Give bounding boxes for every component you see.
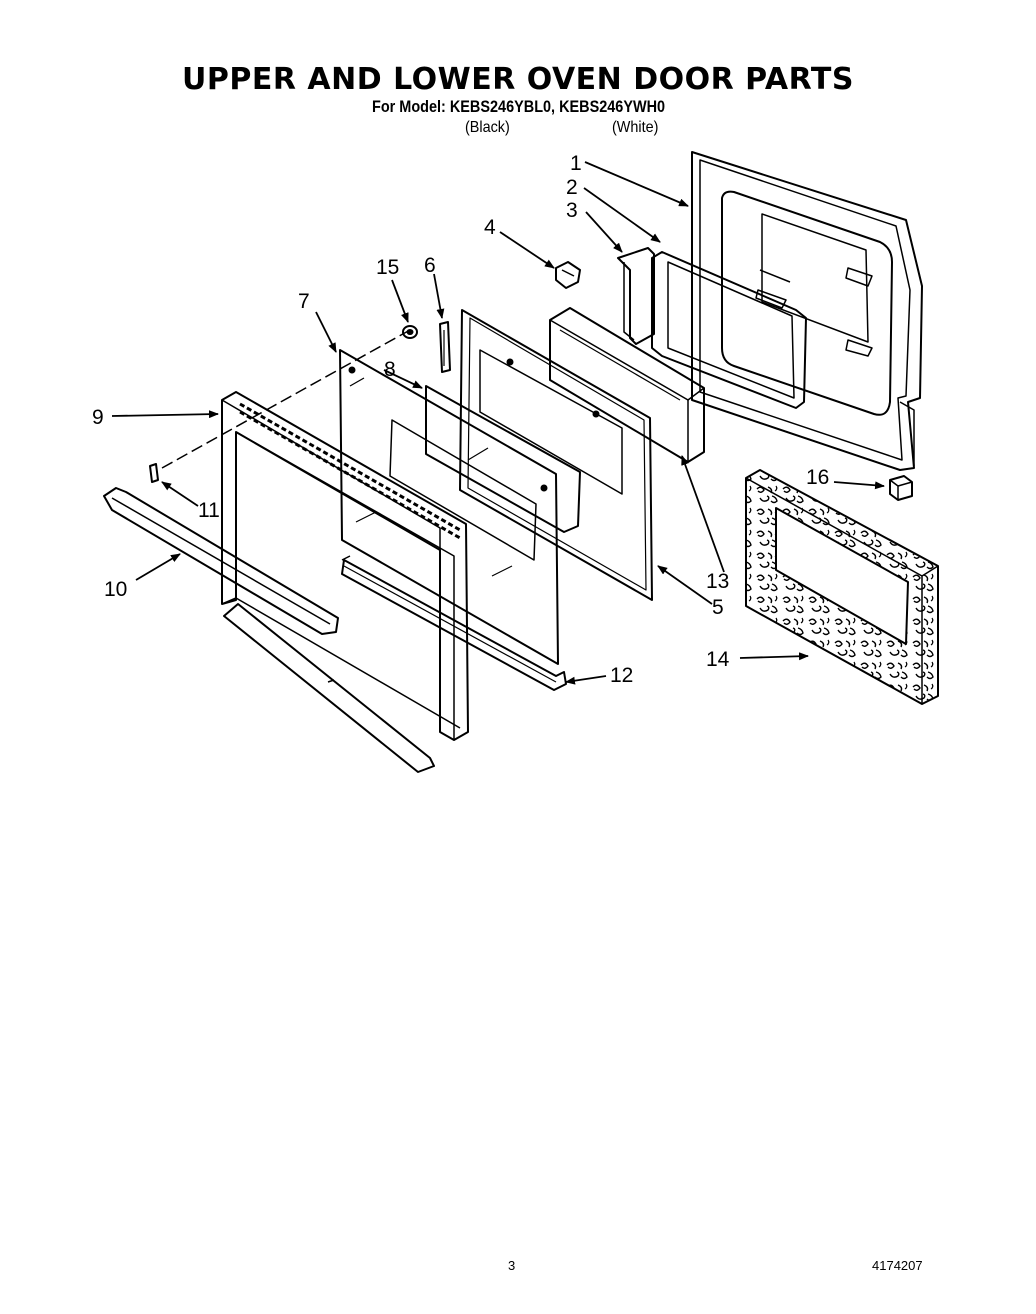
part-14-insulation-pad [745,469,939,705]
callout-2: 2 [566,176,578,199]
variant-black-label: (Black) [465,119,510,136]
part-4-clip [555,261,581,289]
part-10-handle [103,487,339,635]
assembly-dashed-line [161,329,411,469]
callout-6: 6 [424,254,436,277]
part-13-insulation-box [549,307,705,463]
part-8-inner-panel [425,385,581,533]
callout-1: 1 [570,152,582,175]
variant-white-label: (White) [612,119,659,136]
part-11-stop [149,463,159,483]
callout-5: 5 [712,596,724,619]
part-3-bracket [617,247,655,345]
part-16-block [889,475,913,501]
callout-16: 16 [806,466,829,489]
callout-10: 10 [104,578,127,601]
callout-11: 11 [198,499,220,522]
part-2-gasket-frame [651,251,807,409]
callout-7: 7 [298,290,310,313]
part-6-spring [439,321,451,373]
callout-12: 12 [610,664,633,687]
part-9-outer-frame [221,391,469,773]
callout-3: 3 [566,199,578,222]
callout-14: 14 [706,648,730,671]
page-title: UPPER AND LOWER OVEN DOOR PARTS [182,62,854,97]
callout-15: 15 [376,256,399,279]
callout-13: 13 [706,570,729,593]
page-number: 3 [508,1258,516,1273]
document-number: 4174207 [872,1258,923,1273]
part-1-inner-door-liner [691,151,923,471]
part-7-outer-glass [339,349,559,665]
leader-lines [111,161,885,685]
part-5-inner-glass [459,309,653,601]
model-line: For Model: KEBS246YBL0, KEBS246YWH0 [372,97,666,116]
callout-8: 8 [384,358,396,381]
callout-9: 9 [92,406,104,429]
callout-4: 4 [484,216,496,239]
